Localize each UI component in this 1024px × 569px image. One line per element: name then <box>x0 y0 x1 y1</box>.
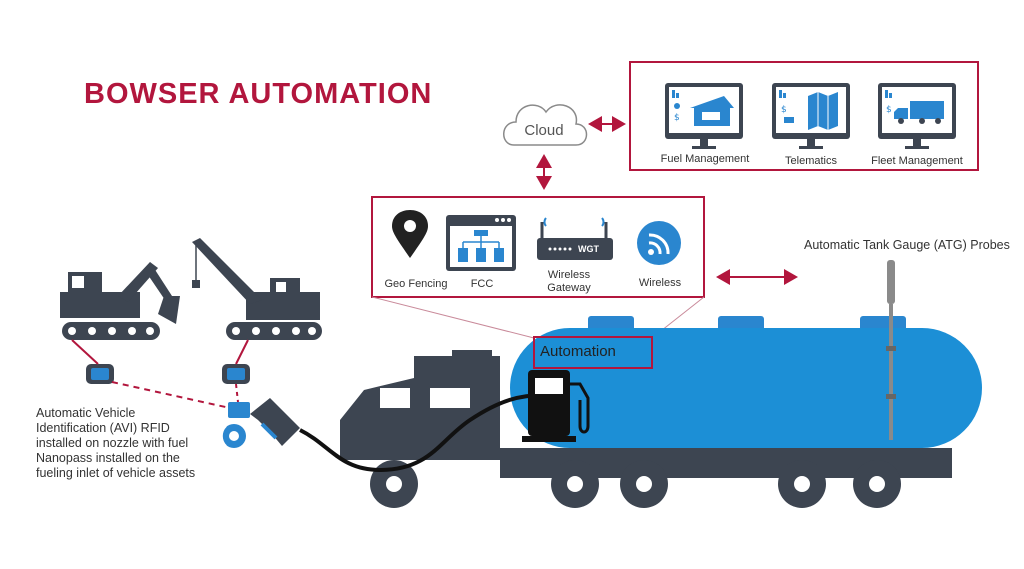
map-monitor-icon: $ <box>772 83 850 149</box>
device-label-wireless: Wireless <box>638 277 682 289</box>
truck-body <box>340 350 952 478</box>
cloud-label: Cloud <box>524 122 564 139</box>
atg-label: Automatic Tank Gauge (ATG) Probes <box>804 238 1010 252</box>
fuel-tank <box>510 316 982 448</box>
handheld-device-icon <box>86 364 114 384</box>
router-badge: WGT <box>578 244 599 254</box>
crane-icon <box>192 238 322 340</box>
excavator-icon <box>60 262 180 340</box>
router-icon <box>537 217 613 260</box>
device-label-geo-fencing: Geo Fencing <box>384 278 448 290</box>
nanopass-tag-icon <box>220 402 250 448</box>
automation-frame <box>533 336 653 369</box>
rfid-link-line <box>235 383 239 403</box>
fuel-station-monitor-icon: $ <box>665 83 743 149</box>
rfid-link-line <box>111 381 231 409</box>
fuel-nozzle-icon <box>250 398 300 446</box>
callout-line-left <box>371 296 535 339</box>
cloud-icon <box>503 104 588 146</box>
svg-text:$: $ <box>781 105 787 115</box>
truck-monitor-icon: $ <box>878 83 956 149</box>
apps-frame <box>629 61 979 171</box>
app-label-fuel-management: Fuel Management <box>660 153 750 165</box>
wifi-icon <box>637 221 681 265</box>
automation-label: Automation <box>540 343 616 360</box>
link-line <box>235 339 249 365</box>
svg-text:$: $ <box>886 105 892 115</box>
handheld-device-icon <box>222 364 250 384</box>
svg-text:$: $ <box>674 113 680 123</box>
device-label-fcc: FCC <box>470 278 494 290</box>
fuel-hose <box>299 393 546 473</box>
link-line <box>71 339 99 365</box>
page-title: BOWSER AUTOMATION <box>84 78 433 110</box>
app-label-fleet-management: Fleet Management <box>871 155 963 167</box>
devices-frame <box>371 196 705 298</box>
fuel-controller-icon <box>446 215 516 271</box>
truck-wheels <box>370 460 901 508</box>
avi-label: Automatic Vehicle Identification (AVI) R… <box>36 406 196 480</box>
atg-probe-icon <box>886 260 896 440</box>
device-label-wireless-gateway: Wireless Gateway <box>547 269 591 294</box>
map-pin-icon <box>392 210 428 258</box>
app-label-telematics: Telematics <box>785 155 837 167</box>
fuel-pump-icon <box>522 370 590 442</box>
